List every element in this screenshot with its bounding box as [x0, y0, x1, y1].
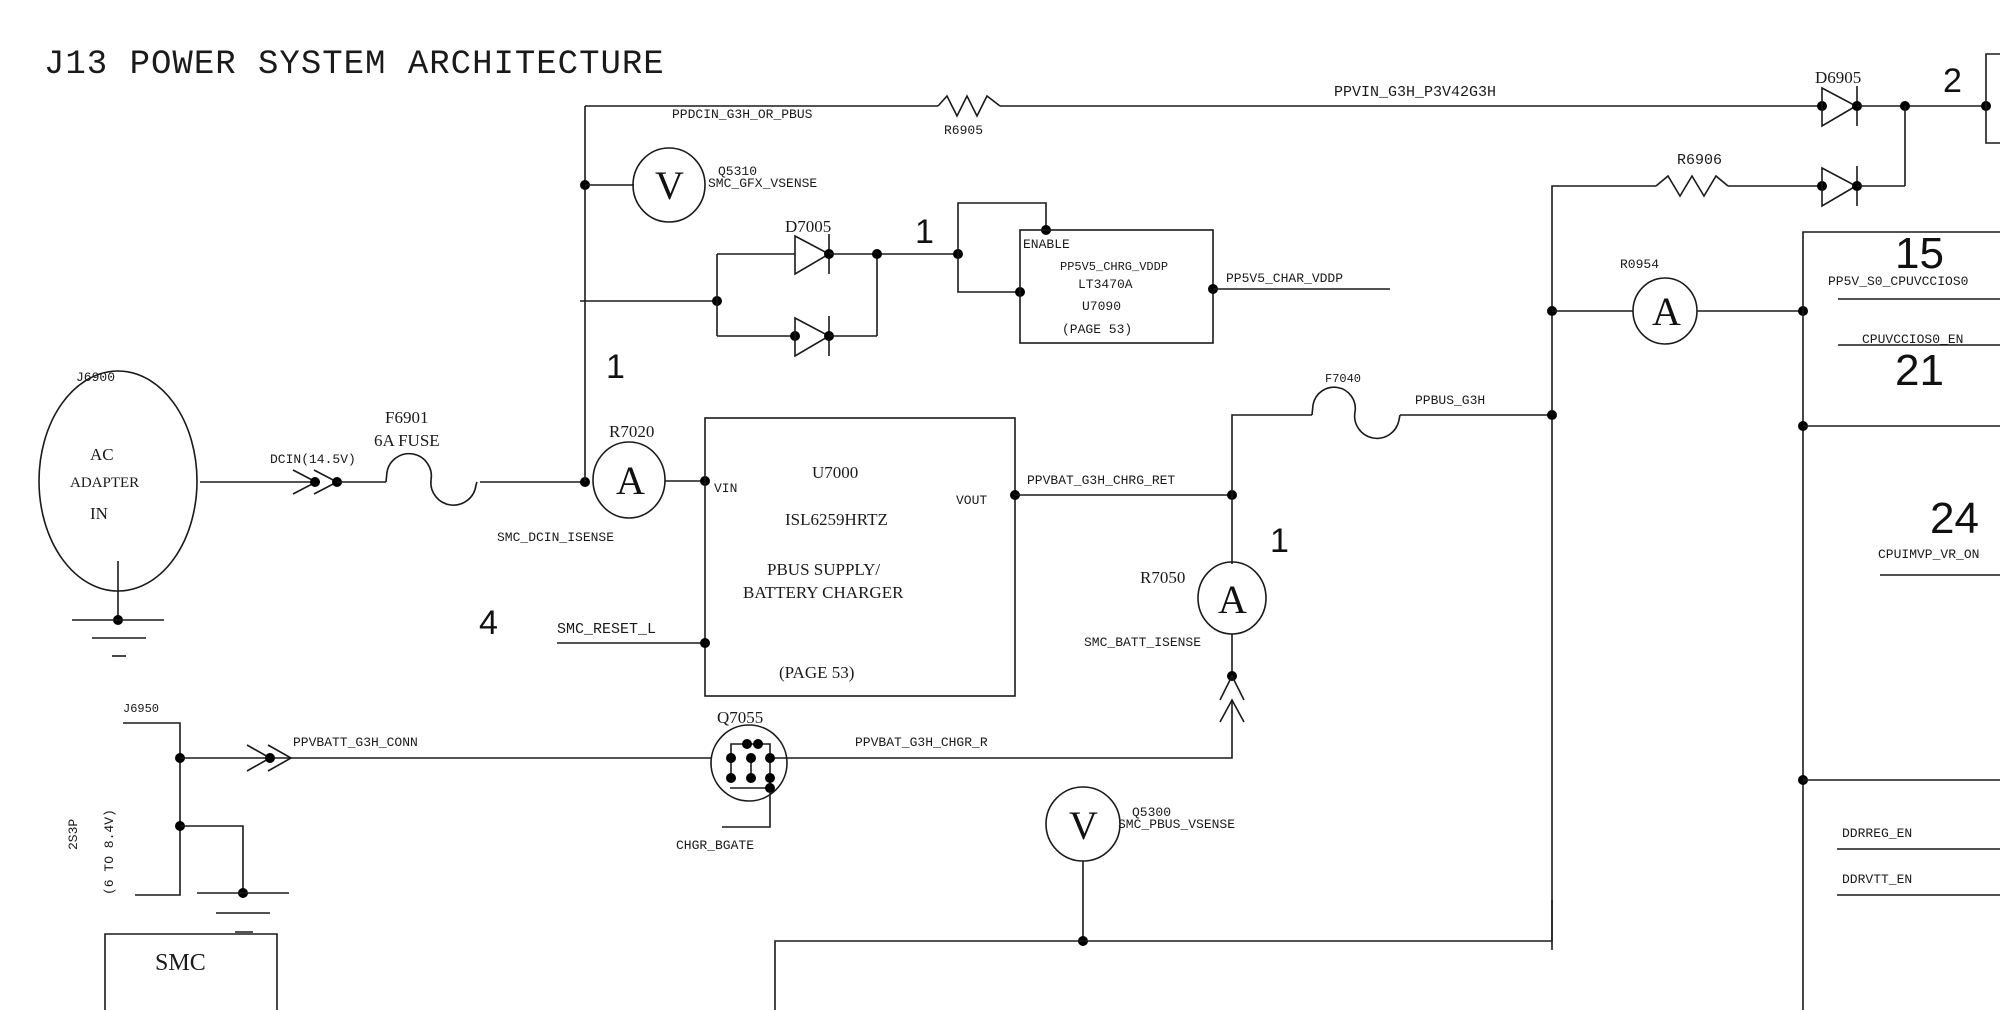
resistor-r6906-icon [1655, 174, 1729, 198]
step-15: 15 [1895, 229, 1944, 278]
resistor-r6905-icon [937, 94, 1001, 118]
step-1-top: 1 [915, 213, 934, 251]
q7055-mosfet-icon [710, 724, 788, 802]
step-21: 21 [1895, 346, 1944, 395]
ppvin-net-label: PPVIN_G3H_P3V42G3H [1334, 84, 1496, 101]
diode-d7005-icon [794, 234, 831, 276]
chgr-bgate-label: CHGR_BGATE [676, 838, 754, 853]
in-label: IN [90, 504, 108, 523]
ac-adapter-connector: J6900 AC ADAPTER IN [38, 370, 198, 657]
r0954-symbol: A [1652, 289, 1681, 334]
q5310-voltmeter-icon [632, 147, 706, 223]
smc-pbus-vsense-label: SMC_PBUS_VSENSE [1118, 817, 1235, 832]
step-24: 24 [1930, 494, 1979, 543]
r7020-label: R7020 [609, 422, 654, 441]
u7090-ref: U7090 [1082, 299, 1121, 314]
r7050-symbol: A [1218, 577, 1247, 622]
u7000-ref: U7000 [812, 463, 858, 482]
u7000-part: ISL6259HRTZ [785, 510, 888, 529]
smc-label: SMC [155, 950, 206, 976]
u7090-part: LT3470A [1078, 277, 1133, 292]
battery-range-label: (6 TO 8.4V) [102, 809, 117, 895]
cpuimvp-net-label: CPUIMVP_VR_ON [1878, 547, 1979, 562]
pp5v5-char-net-label: PP5V5_CHAR_VDDP [1226, 271, 1343, 286]
connector-up-icon [1219, 674, 1245, 701]
d6905-label: D6905 [1815, 68, 1861, 87]
q5300-symbol: V [1069, 803, 1098, 848]
u7000-page: (PAGE 53) [779, 663, 854, 682]
adapter-label: ADAPTER [70, 475, 139, 491]
smc-block [104, 933, 278, 1010]
battery-config-label: 2S3P [66, 819, 81, 850]
ddrreg-en-label: DDRREG_EN [1842, 826, 1912, 841]
step-1-right: 1 [1270, 522, 1289, 560]
r7020-symbol: A [616, 458, 645, 503]
q7055-label: Q7055 [717, 708, 763, 727]
r7050-label: R7050 [1140, 568, 1185, 587]
smc-reset-net-label: SMC_RESET_L [557, 621, 656, 638]
battery-connector: J6950 PPVBATT_G3H_CONN 2S3P (6 TO 8.4V) [66, 702, 418, 933]
q5310-label: Q5310 [718, 164, 757, 179]
ppdcin-net-label: PPDCIN_G3H_OR_PBUS [672, 107, 813, 122]
fuse-f7040-icon [1311, 386, 1401, 440]
fuse-f6901-icon [385, 452, 478, 506]
j6900-label: J6900 [76, 370, 115, 385]
q5310-symbol: V [655, 163, 684, 208]
step-1-left: 1 [606, 348, 625, 386]
diode-r6906-path-icon [1821, 166, 1858, 208]
ppvbat-chgr-r-label: PPVBAT_G3H_CHGR_R [855, 735, 988, 750]
pp5v-s0-net-label: PP5V_S0_CPUVCCIOS0 [1828, 274, 1968, 289]
ppvbat-chrg-ret-label: PPVBAT_G3H_CHRG_RET [1027, 473, 1175, 488]
f7040-label: F7040 [1325, 372, 1361, 386]
ddrvtt-en-label: DDRVTT_EN [1842, 872, 1912, 887]
r6905-label: R6905 [944, 123, 983, 138]
u7090-page: (PAGE 53) [1062, 322, 1132, 337]
r6906-label: R6906 [1677, 152, 1722, 169]
u7000-block [704, 417, 1016, 697]
j6950-label: J6950 [123, 702, 159, 716]
f6901-desc: 6A FUSE [374, 431, 440, 450]
u7000-vout-pin: VOUT [956, 493, 987, 508]
r0954-label: R0954 [1620, 257, 1659, 272]
step-2: 2 [1943, 62, 1962, 100]
u7000-vin-pin: VIN [714, 481, 737, 496]
step-4: 4 [479, 604, 498, 642]
ppvbatt-conn-label: PPVBATT_G3H_CONN [293, 735, 418, 750]
dcin-net-label: DCIN(14.5V) [270, 452, 356, 467]
smc-dcin-isense-label: SMC_DCIN_ISENSE [497, 530, 614, 545]
diode-d7005b-icon [794, 316, 831, 358]
d7005-label: D7005 [785, 217, 831, 236]
q5300-label: Q5300 [1132, 805, 1171, 820]
smc-gfx-vsense-label: SMC_GFX_VSENSE [708, 176, 817, 191]
u7090-enable-pin: ENABLE [1023, 237, 1070, 252]
smc-batt-isense-label: SMC_BATT_ISENSE [1084, 635, 1201, 650]
ac-label: AC [90, 445, 114, 464]
u7000-desc2: BATTERY CHARGER [743, 583, 904, 602]
right-power-block [1802, 231, 2000, 1010]
f6901-label: F6901 [385, 408, 428, 427]
diode-d6905-icon [1821, 86, 1858, 128]
u7090-net-label: PP5V5_CHRG_VDDP [1060, 260, 1168, 274]
block-2-edge [1985, 53, 2000, 144]
r7020-ammeter-icon [592, 441, 666, 519]
u7000-desc1: PBUS SUPPLY/ [767, 560, 880, 579]
page-title: J13 POWER SYSTEM ARCHITECTURE [44, 46, 665, 84]
cpuvccios0-en-label: CPUVCCIOS0_EN [1862, 332, 1963, 347]
ppbus-net-label: PPBUS_G3H [1415, 393, 1485, 408]
